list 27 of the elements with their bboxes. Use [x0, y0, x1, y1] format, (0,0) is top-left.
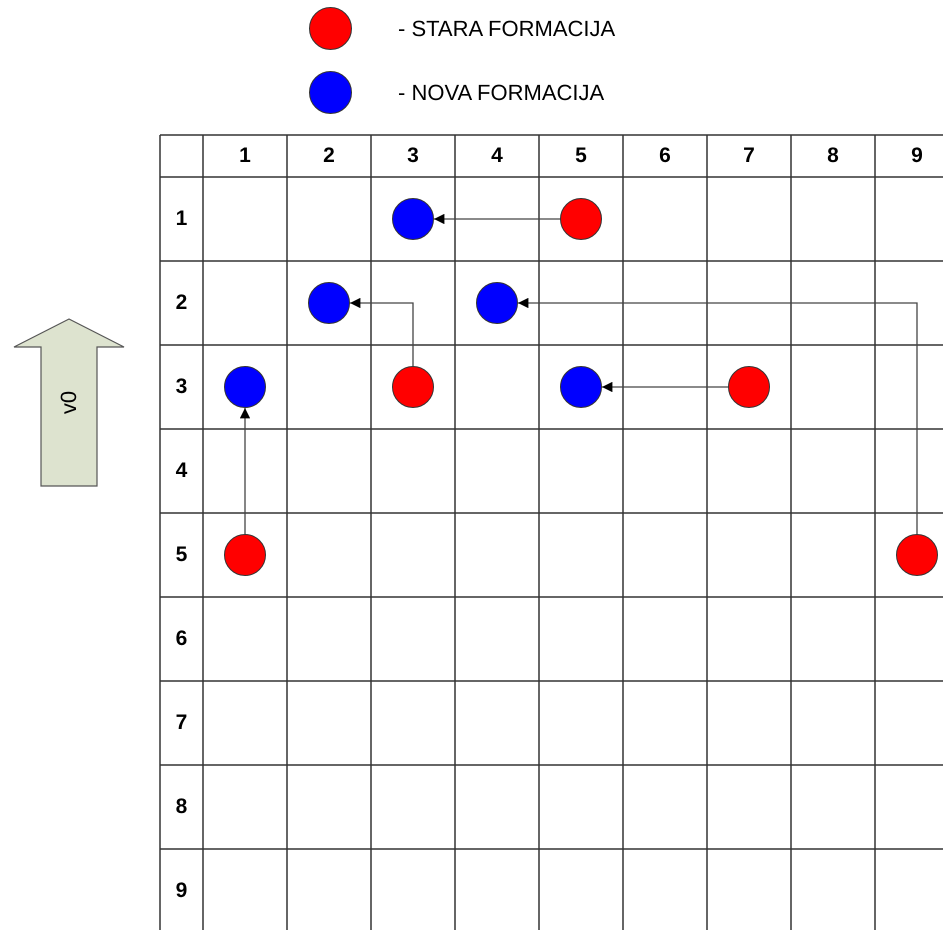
legend-label: - NOVA FORMACIJA	[398, 79, 604, 107]
velocity-arrow	[13, 318, 125, 487]
column-number: 4	[491, 143, 503, 170]
row-number: 7	[176, 710, 188, 736]
column-number: 5	[575, 143, 587, 170]
column-number: 7	[743, 143, 755, 170]
arrow	[240, 408, 250, 534]
column-number: 6	[659, 143, 671, 170]
row-number: 2	[176, 290, 188, 316]
column-number: 8	[827, 143, 839, 170]
arrow	[602, 382, 728, 392]
column-number: 1	[239, 143, 251, 170]
row-number: 5	[176, 542, 188, 568]
arrow	[350, 298, 414, 366]
arrow	[434, 214, 560, 224]
legend-label: - STARA FORMACIJA	[398, 15, 616, 43]
column-number: 9	[911, 143, 923, 170]
row-number: 4	[176, 458, 188, 484]
velocity-label: v0	[56, 390, 82, 414]
row-number: 9	[176, 878, 188, 904]
arrow	[518, 298, 918, 534]
row-number: 6	[176, 626, 188, 652]
row-number: 8	[176, 794, 188, 820]
column-number: 3	[407, 143, 419, 170]
row-number: 3	[176, 374, 188, 400]
row-number: 1	[176, 206, 188, 232]
column-number: 2	[323, 143, 335, 170]
